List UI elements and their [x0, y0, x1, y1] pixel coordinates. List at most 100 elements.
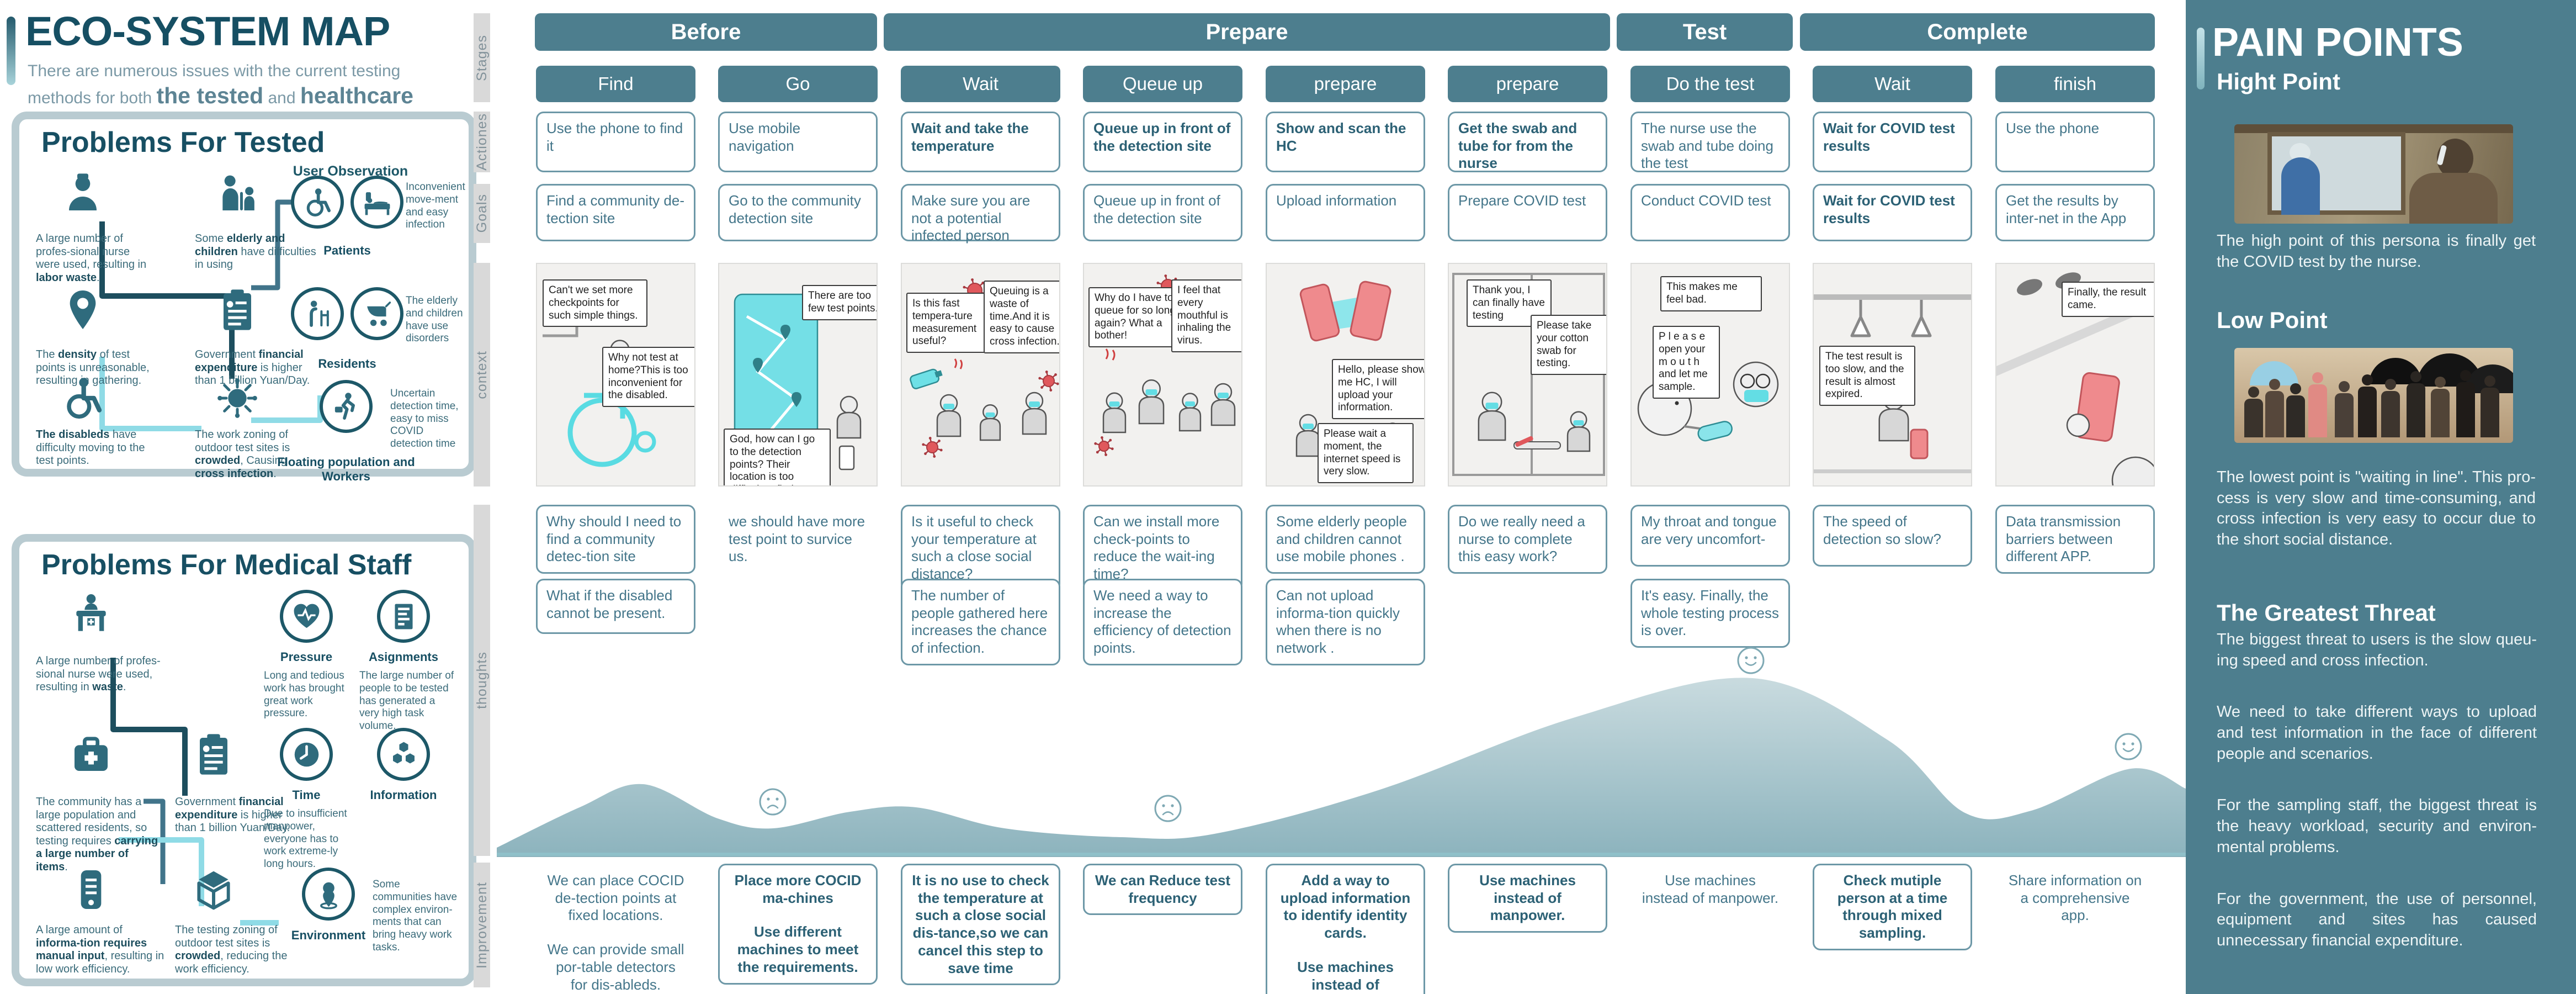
result-scene: [1996, 272, 2154, 485]
context-panel-2: There are too few test points. God, how c…: [718, 263, 878, 487]
queue-person-silhouette: [2265, 391, 2284, 437]
photo-window-frame: [2234, 124, 2513, 133]
context-panel-7: This makes me feel bad.P l e a s e open …: [1630, 263, 1790, 487]
queue-scene: [1094, 274, 1236, 457]
title-accent-bar: [7, 17, 15, 85]
action-box: Use the phone to find it: [536, 112, 695, 172]
label-time: Time: [292, 788, 321, 802]
row-label-context: context: [474, 263, 490, 487]
problems-for-medical-staff-box: Problems For Medical Staff A large numbe…: [12, 534, 476, 986]
thought-box: We need a way to increase the efficiency…: [1083, 579, 1242, 665]
action-box: Use the phone: [1995, 112, 2155, 172]
goal-box: Conduct COVID test: [1630, 184, 1790, 241]
queue-person-silhouette: [2244, 399, 2263, 437]
queue-person-head: [2484, 376, 2495, 387]
queue-person-head: [2410, 371, 2421, 382]
observation-circle-residents: [291, 287, 344, 340]
action-box: Queue up in front of the detection site: [1083, 112, 1242, 172]
action-box: The nurse use the swab and tube doing th…: [1630, 112, 1790, 172]
row-label-thoughts: thoughts: [474, 505, 490, 856]
clipboard-icon: [200, 734, 227, 775]
wheelchair-note: The disableds have difficulty moving to …: [36, 429, 145, 467]
label-environment: Environment: [291, 928, 366, 942]
observation-group-label: Residents: [318, 357, 376, 371]
queue-person-silhouette: [2456, 382, 2475, 437]
action-box: Get the swab and tube for from the nurse: [1448, 112, 1607, 172]
row-label-goals: Goals: [474, 184, 490, 243]
threat-paragraph: For the government, the use of personnel…: [2217, 890, 2537, 949]
queue-person-head: [2269, 379, 2280, 390]
person-silhouette: [2409, 173, 2498, 224]
substage-find: Find: [536, 66, 695, 102]
thought-box: Can we install more check-points to redu…: [1083, 505, 1242, 591]
speech-bubble: Please wait a moment, the internet speed…: [1318, 423, 1414, 484]
circle-environment: [302, 868, 355, 921]
improvement-box: Add a way to upload information to ident…: [1266, 864, 1425, 994]
queue-person-head: [2339, 381, 2350, 392]
substage-wait: Wait: [1813, 66, 1972, 102]
device-icon: [69, 868, 113, 914]
context-panel-1: Can't we set more checkpoints for such s…: [536, 263, 695, 487]
hospital-bed-icon: [364, 192, 390, 215]
pain-points-panel: PAIN POINTS Hight Point The high point o…: [2186, 0, 2576, 994]
bus-scene: [1814, 294, 1971, 473]
problems-for-tested-box: Problems For Tested User Observation A l…: [12, 112, 476, 483]
row-label-text: Goals: [474, 194, 490, 233]
improvement-box: Use machines instead of manpower.: [1448, 864, 1607, 933]
nurse-icon: [69, 173, 97, 210]
high-point-heading: Hight Point: [2217, 68, 2340, 94]
context-panel-8: The test result is too slow, and the res…: [1813, 263, 1972, 487]
row-label-text: thoughts: [474, 652, 490, 709]
thought-box: It's easy. Finally, the whole testing pr…: [1630, 579, 1790, 648]
assignments-icon: [394, 604, 413, 629]
caption-pressure: Long and tedious work has brought great …: [264, 670, 344, 720]
emotion-face-happy: [1737, 647, 1765, 674]
goal-box: Get the results by inter-net in the App: [1995, 184, 2155, 241]
row-label-text: Improvement: [474, 881, 490, 969]
nurse-desk-note: A large number of profes-sional nurse we…: [36, 655, 161, 694]
location-pin-note: The density of test points is unreasonab…: [36, 348, 150, 387]
speech-bubble: Is this fast tempera-ture measurement us…: [906, 293, 997, 353]
goal-box: Make sure you are not a potential infect…: [901, 184, 1060, 244]
improvement-box: We can Reduce test frequency: [1083, 864, 1242, 916]
virus-icon: [217, 378, 257, 418]
medical-box-title: Problems For Medical Staff: [41, 549, 412, 581]
queue-person-silhouette: [2308, 384, 2327, 437]
goal-box: Queue up in front of the detection site: [1083, 184, 1242, 241]
stroller-icon: [367, 301, 391, 326]
greatest-threat-paragraphs: The biggest threat to users is the slow …: [2217, 630, 2537, 951]
improvement-box: It is no use to check the temperature at…: [901, 864, 1060, 986]
cube-icon: [192, 868, 236, 914]
pain-points-accent-bar: [2197, 28, 2205, 89]
queue-person-head: [2362, 374, 2373, 385]
thought-box: Can not upload informa-tion quickly when…: [1266, 579, 1425, 665]
clipboard-note: Government financial expenditure is high…: [195, 348, 310, 387]
queue-person-head: [2248, 387, 2259, 398]
goal-box: Find a community de-tection site: [536, 184, 695, 241]
speech-bubble: There are too few test points.: [802, 285, 877, 320]
thought-box: What if the disabled cannot be present.: [536, 579, 695, 634]
circle-time: [280, 728, 333, 781]
running-worker-icon: [334, 392, 355, 420]
observation-circle-floating-population-and-workers: [320, 380, 373, 433]
clipboard-icon: [192, 732, 236, 779]
first-aid-icon: [69, 732, 113, 779]
caption-asignments: The large number of people to be tested …: [359, 670, 454, 732]
speech-bubble: God, how can I go to the detection point…: [724, 429, 831, 485]
speech-bubble: Queuing is a waste of time.And it is eas…: [984, 281, 1059, 353]
context-panel-3: Is this fast tempera-ture measurement us…: [901, 263, 1060, 487]
substage-prepare: prepare: [1448, 66, 1607, 102]
observation-group-label: Floating population and Workers: [277, 455, 415, 483]
person-pin-icon: [320, 882, 337, 909]
improvement-box: Share information on a comprehensive app…: [2008, 872, 2142, 924]
observation-caption: The elderly and children have use disord…: [406, 295, 463, 345]
context-panel-9: Finally, the result came.: [1995, 263, 2155, 487]
stage-before: Before: [535, 13, 877, 51]
clipboard-note: Government financial expenditure is high…: [175, 796, 290, 834]
caption-environment: Some communities have complex environ-me…: [373, 879, 458, 953]
observation-caption: Uncertain detection time, easy to miss C…: [390, 388, 459, 450]
heart-pulse-icon: [294, 604, 319, 628]
speech-bubble: This makes me feel bad.: [1660, 276, 1762, 311]
